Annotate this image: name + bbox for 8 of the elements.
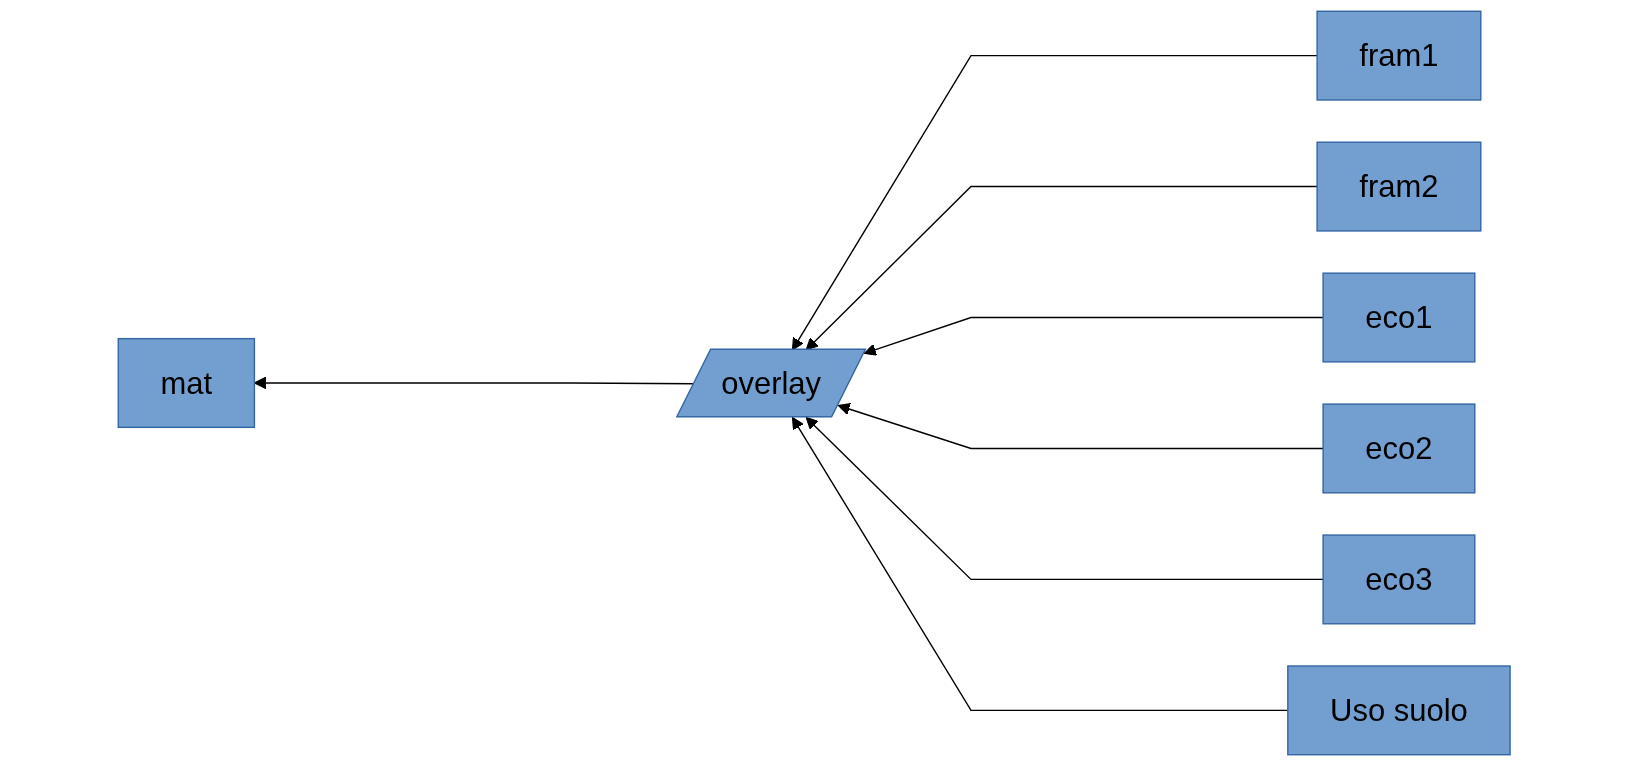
node-box: fram1 xyxy=(1316,10,1482,101)
node-box: eco1 xyxy=(1322,272,1476,363)
arrow xyxy=(792,416,1289,712)
node-box: eco2 xyxy=(1322,403,1476,494)
node-box: Uso suolo xyxy=(1287,665,1512,756)
node-box: eco3 xyxy=(1322,534,1476,625)
node-box: fram2 xyxy=(1316,141,1482,232)
node-box: mat xyxy=(117,337,256,429)
